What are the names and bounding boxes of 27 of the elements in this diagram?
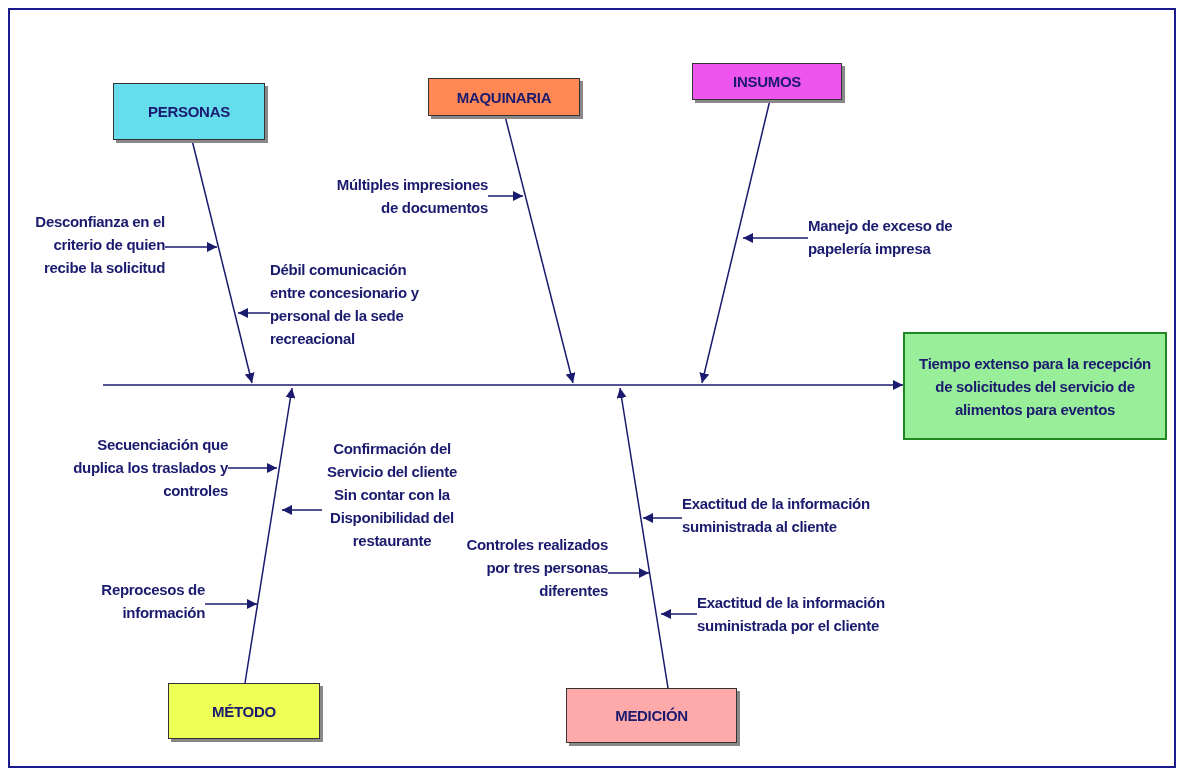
arrow (227, 463, 278, 473)
arrow (607, 568, 650, 578)
cause-label: Secuenciación que duplica los traslados y controles (56, 433, 228, 503)
cause-label: Múltiples impresiones de documentos (323, 173, 488, 219)
category-box: MEDICIÓN (566, 688, 737, 743)
arrow (237, 308, 271, 318)
arrow (204, 599, 258, 609)
cause-label: Desconfianza en el criterio de quien recibe la solicitud (15, 210, 165, 280)
effect-box: Tiempo extenso para la recepción de solicitudes del servicio de alimentos para eventos (903, 332, 1167, 440)
arrow (281, 505, 323, 515)
category-box: INSUMOS (692, 63, 842, 100)
cause-label: Exactitud de la información suministrada por el cliente (697, 591, 907, 637)
arrow (487, 191, 524, 201)
arrow (642, 513, 683, 523)
category-box: MÉTODO (168, 683, 320, 739)
category-box: MAQUINARIA (428, 78, 580, 116)
arrow (164, 242, 218, 252)
bone-arrow (244, 387, 296, 684)
cause-label: Manejo de exceso de papelería impresa (808, 214, 968, 260)
cause-label: Débil comunicación entre concesionario y personal de la sede recreacional (270, 258, 430, 350)
arrow (660, 609, 698, 619)
bone-arrow (616, 387, 669, 689)
arrow (742, 233, 809, 243)
spine-arrow (102, 380, 904, 390)
cause-label: Exactitud de la información suministrada al cliente (682, 492, 892, 538)
category-box: PERSONAS (113, 83, 265, 140)
cause-label: Reprocesos de información (90, 578, 205, 624)
